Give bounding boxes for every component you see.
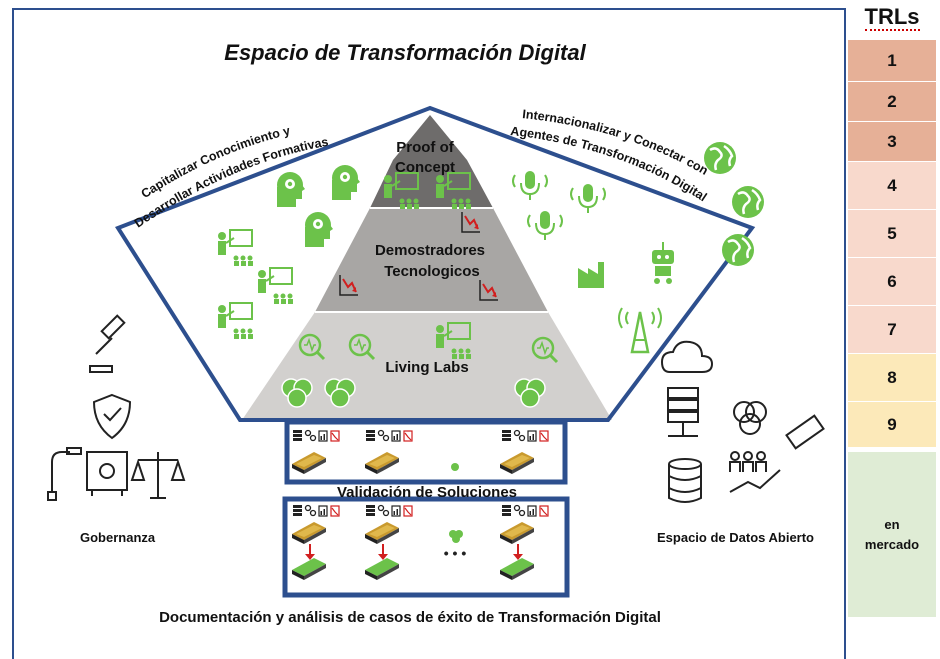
shield-check-icon (92, 393, 132, 440)
antenna-tower-icon (618, 307, 662, 354)
proof-of-concept-label-2: Concept (395, 159, 455, 176)
gavel-icon (89, 314, 126, 373)
venn-small-icon (449, 530, 463, 543)
safe-icon (86, 451, 128, 496)
data-icons-group (292, 504, 340, 517)
data-icons-group (501, 504, 549, 517)
microphone-icon (570, 183, 606, 214)
device-icon (500, 452, 534, 474)
scales-icon (130, 452, 186, 499)
team-growth-icon (729, 451, 781, 493)
trl-title: TRLs (864, 4, 920, 31)
bottom-caption: Documentación y análisis de casos de éxi… (159, 609, 661, 626)
database-icon (668, 458, 702, 503)
open-data-space-label: Espacio de Datos Abierto (657, 530, 814, 545)
trl-level-7: 7 (848, 306, 936, 354)
demostradores-label-1: Demostradores (375, 242, 485, 259)
diagram-title: Espacio de Transformación Digital (224, 40, 586, 65)
device-icon (365, 522, 399, 544)
transformation-diagram: Capitalizar Conocimiento y Desarrollar A… (47, 105, 825, 598)
head-gear-icon (277, 172, 305, 207)
lamp-icon (47, 447, 82, 501)
living-labs-label: Living Labs (385, 359, 468, 376)
trl-level-2: 2 (848, 82, 936, 122)
trl-level-3: 3 (848, 122, 936, 162)
teacher-icon (217, 229, 254, 267)
globe-icon (730, 184, 766, 220)
governance-label: Gobernanza (80, 530, 156, 545)
trl-level-8: 8 (848, 354, 936, 402)
device-green-icon (500, 558, 534, 580)
device-green-icon (292, 558, 326, 580)
data-icons-group (292, 429, 340, 442)
head-gear-icon (305, 212, 333, 247)
trl-level-4: 4 (848, 162, 936, 210)
server-network-icon (667, 387, 699, 437)
pyramid-top-tier (370, 115, 493, 208)
open-data-icons (660, 340, 825, 503)
validation-box-bottom (282, 496, 570, 598)
head-gear-icon (332, 165, 360, 200)
teacher-icon (257, 267, 294, 305)
venn-outline-icon (733, 401, 767, 435)
teacher-icon (217, 302, 254, 340)
trl-level-9: 9 (848, 402, 936, 448)
trl-level-1: 1 (848, 40, 936, 82)
microphone-icon (527, 210, 563, 241)
trl-level-5: 5 (848, 210, 936, 258)
device-icon (292, 522, 326, 544)
globe-icon (720, 232, 756, 268)
validation-box-top (284, 419, 568, 485)
device-icon (500, 522, 534, 544)
data-icons-group (501, 429, 549, 442)
data-icons-group (365, 429, 413, 442)
diagram-frame (12, 8, 846, 659)
device-icon (292, 452, 326, 474)
proof-of-concept-label-1: Proof of (396, 139, 454, 156)
trl-level-6: 6 (848, 258, 936, 306)
microphone-icon (512, 170, 548, 201)
factory-icon (578, 262, 604, 288)
device-icon (365, 452, 399, 474)
pyramid-middle-tier (315, 208, 548, 312)
globe-icon (702, 140, 738, 176)
governance-icons (47, 314, 186, 501)
validation-label: Validación de Soluciones (337, 484, 517, 501)
cloud-icon (660, 340, 714, 373)
data-icons-group (365, 504, 413, 517)
device-green-icon (365, 558, 399, 580)
ellipsis: • • • (444, 545, 467, 561)
arrow-down-icon (305, 544, 523, 560)
robot-icon (652, 242, 674, 284)
usb-stick-icon (785, 414, 825, 450)
demostradores-label-2: Tecnologicos (384, 263, 480, 280)
